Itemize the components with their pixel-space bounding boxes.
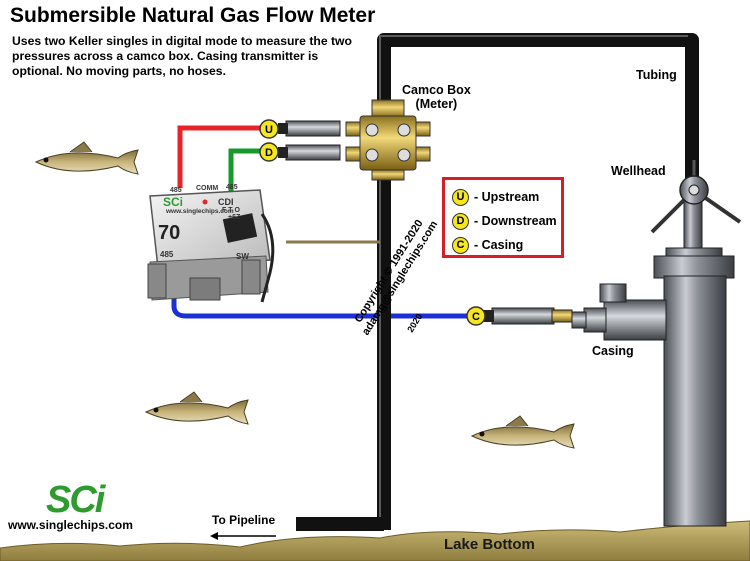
legend-badge-casing: C [452,236,469,254]
camco-box-meter: (Meter) [415,97,458,111]
company-logo: SCi [46,479,105,521]
lake-bottom-label: Lake Bottom [444,536,535,553]
fco-logo: SCi [163,195,184,209]
camco-box-title: Camco Box [402,83,471,97]
website-link[interactable]: www.singlechips.com [8,518,133,532]
legend-row-upstream: U - Upstream [452,185,561,209]
casing-label: Casing [592,344,634,358]
fco-label-485-bottom: 485 [160,250,174,259]
casing-column [653,247,735,527]
fco-label-485-top: 485 [170,187,182,194]
pipeline-to-camco [377,33,699,530]
walleye-fish-2 [144,391,249,425]
casing-badge: C [466,306,486,326]
casing-transmitter [482,307,573,325]
legend-text-casing: - Casing [474,238,524,252]
legend-text-upstream: - Upstream [474,190,540,204]
camco-box-label: Camco Box (Meter) [402,83,471,111]
to-pipeline-label: To Pipeline [212,513,276,527]
upstream-transmitter [278,120,341,137]
fco-model-number: 70 [158,222,181,244]
downstream-badge: D [259,142,279,162]
to-pipeline-arrowhead [210,532,218,540]
wellhead-label: Wellhead [611,164,666,178]
fco-label-cd: CDI [218,197,234,207]
legend-row-downstream: D - Downstream [452,209,561,233]
upstream-wire [177,125,268,188]
legend-badge-upstream: U [452,188,469,206]
legend: U - Upstream D - Downstream C - Casing [442,177,564,258]
fco-label-485-right: 485 [226,184,238,191]
legend-badge-downstream: D [452,212,469,230]
upstream-badge: U [259,119,279,139]
camco-box [345,99,431,181]
walleye-fish-3 [470,415,575,449]
casing-valve [571,283,667,341]
fco-label-url: www.singlechips.com [166,208,234,215]
legend-row-casing: C - Casing [452,233,561,257]
fco-label-fto: F T O [222,207,240,214]
fco-label-sw: SW [236,252,249,261]
pipeline-highlight [379,35,688,530]
flow-computer [147,189,275,303]
svg-text:U: U [265,124,273,136]
diagram-title: Submersible Natural Gas Flow Meter [10,4,376,27]
diagram-subtitle: Uses two Keller singles in digital mode … [12,34,352,78]
downstream-transmitter [278,144,341,161]
downstream-wire [228,148,268,192]
casing-wire [171,288,470,319]
svg-text:D: D [265,147,273,159]
legend-text-downstream: - Downstream [474,214,557,228]
tubing-label: Tubing [636,68,677,82]
fco-label-6z: +6Z [228,214,241,221]
fco-label-comm: COMM [196,185,219,192]
svg-text:C: C [472,311,480,323]
walleye-fish-1 [34,141,139,175]
lake-bottom-ground [0,520,750,561]
